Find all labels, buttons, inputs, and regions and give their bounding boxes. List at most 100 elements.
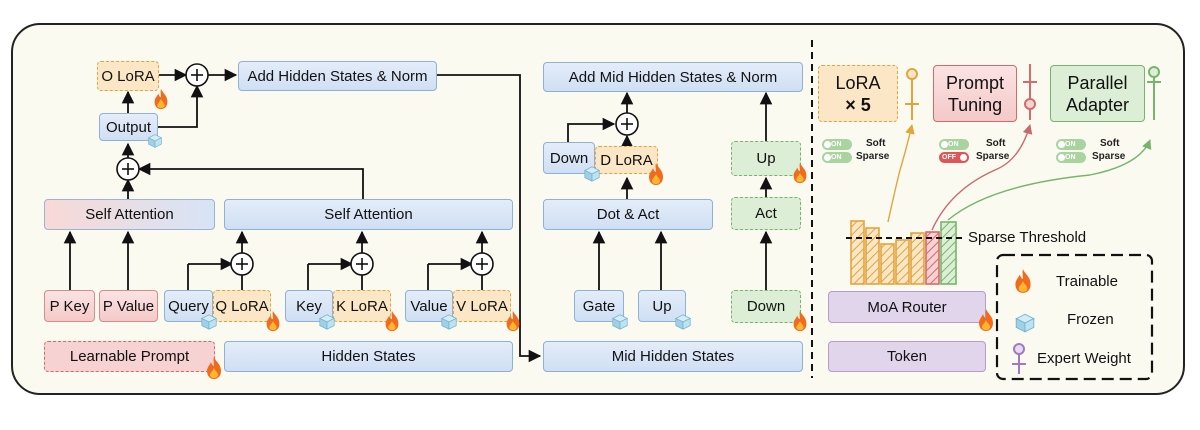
v-lora-label: V LoRA — [456, 297, 508, 315]
value-label: Value — [410, 297, 448, 315]
adapter-act-label: Act — [755, 205, 777, 222]
moa-router-label: MoA Router — [867, 298, 947, 316]
key-box: Key — [285, 290, 333, 322]
key-label: Key — [296, 297, 322, 315]
add-hidden-norm-box: Add Hidden States & Norm — [238, 61, 437, 91]
adapter-weight-icon — [1147, 66, 1161, 120]
gate-box: Gate — [574, 290, 624, 322]
prompt-sparse-toggle-text: OFF — [942, 154, 956, 161]
adapter-act-box: Act — [731, 197, 801, 230]
prompt-soft-toggle[interactable]: ON — [939, 139, 969, 150]
q-lora-fire-icon — [262, 310, 284, 337]
adapter-sparse-toggle-text: ON — [1065, 154, 1076, 161]
mid-hidden-states-box: Mid Hidden States — [543, 341, 803, 372]
d-lora-box: D LoRA — [595, 146, 658, 174]
q-lora-label: Q LoRA — [215, 297, 269, 315]
q-lora-box: Q LoRA — [213, 290, 271, 322]
output-label: Output — [105, 118, 152, 136]
gate-frozen-icon — [611, 313, 629, 336]
prompt-weight-icon — [1023, 64, 1037, 120]
lora-sparse-toggle[interactable]: ON — [822, 152, 852, 163]
prompt-sparse-label: Sparse — [976, 151, 1010, 162]
self-attention-left-label: Self Attention — [85, 206, 174, 223]
lora-expert-title: LoRA — [835, 72, 881, 93]
down-frozen-icon — [583, 165, 601, 188]
learnable-prompt-box: Learnable Prompt — [44, 341, 215, 372]
adapter-sparse-toggle[interactable]: ON — [1056, 152, 1086, 163]
prompt-soft-toggle-text: ON — [948, 141, 959, 148]
legend-frame — [995, 253, 1154, 381]
legend-expert-weight-label: Expert Weight — [1037, 350, 1131, 367]
prompt-tuning-label: Prompt Tuning — [945, 72, 1005, 115]
adapter-up-label: Up — [756, 150, 776, 167]
self-attention-right-label: Self Attention — [324, 206, 413, 223]
router-bars — [850, 220, 957, 285]
gate-label: Gate — [582, 297, 616, 315]
adapter-sparse-label: Sparse — [1092, 151, 1126, 162]
adapter-down-box: Down — [731, 290, 801, 323]
lora-expert-count: × 5 — [845, 94, 871, 115]
parallel-adapter-box: Parallel Adapter — [1050, 65, 1145, 122]
lora-sparse-toggle-text: ON — [831, 154, 842, 161]
moa-router-box: MoA Router — [828, 291, 986, 323]
query-label: Query — [168, 297, 209, 315]
add-mid-norm-label: Add Mid Hidden States & Norm — [568, 68, 778, 86]
legend-expert-weight-icon — [1012, 343, 1026, 374]
p-key-label: P Key — [49, 297, 90, 315]
token-box: Token — [828, 341, 986, 372]
lora-weight-icon — [905, 68, 919, 120]
adapter-soft-label: Soft — [1100, 138, 1120, 149]
v-lora-fire-icon — [502, 310, 524, 337]
k-lora-fire-icon — [381, 310, 403, 337]
legend-trainable-label: Trainable — [1056, 273, 1118, 290]
lora-soft-label: Soft — [866, 138, 886, 149]
down-label: Down — [549, 149, 589, 167]
adapter-down-fire-icon — [789, 310, 811, 337]
output-frozen-icon — [147, 133, 163, 154]
o-lora-fire-icon — [150, 88, 172, 115]
d-lora-label: D LoRA — [600, 151, 653, 169]
prompt-soft-label: Soft — [986, 138, 1006, 149]
self-attention-right-box: Self Attention — [224, 199, 513, 230]
key-frozen-icon — [318, 313, 336, 336]
lora-soft-toggle[interactable]: ON — [822, 139, 852, 150]
query-frozen-icon — [200, 313, 218, 336]
add-mid-norm-box: Add Mid Hidden States & Norm — [543, 62, 803, 92]
up-frozen-icon — [674, 313, 692, 336]
token-label: Token — [886, 348, 928, 365]
legend-frozen-icon — [1014, 312, 1036, 339]
learnable-prompt-fire-icon — [202, 356, 226, 385]
prompt-sparse-toggle[interactable]: OFF — [939, 152, 969, 163]
self-attention-left-box: Self Attention — [44, 199, 215, 230]
adapter-soft-toggle[interactable]: ON — [1056, 139, 1086, 150]
value-frozen-icon — [440, 313, 458, 336]
learnable-prompt-label: Learnable Prompt — [69, 348, 190, 365]
k-lora-label: K LoRA — [336, 297, 388, 315]
adapter-soft-toggle-text: ON — [1065, 141, 1076, 148]
o-lora-box: O LoRA — [97, 61, 159, 91]
hidden-states-box: Hidden States — [224, 341, 513, 372]
sparse-threshold-label: Sparse Threshold — [968, 229, 1087, 246]
add-hidden-norm-label: Add Hidden States & Norm — [247, 67, 428, 85]
hidden-states-label: Hidden States — [321, 348, 416, 365]
query-box: Query — [164, 290, 213, 322]
dot-act-box: Dot & Act — [543, 199, 713, 230]
lora-expert-box: LoRA × 5 — [818, 65, 898, 122]
lora-sparse-label: Sparse — [856, 151, 890, 162]
p-value-label: P Value — [102, 297, 155, 315]
up-label: Up — [652, 297, 672, 315]
up-box: Up — [638, 290, 686, 322]
adapter-up-box: Up — [731, 141, 801, 176]
legend-fire-icon — [1010, 268, 1036, 299]
legend-frozen-label: Frozen — [1067, 311, 1114, 328]
down-box: Down — [543, 142, 595, 174]
v-lora-box: V LoRA — [453, 290, 511, 322]
o-lora-label: O LoRA — [101, 67, 155, 85]
p-value-box: P Value — [99, 290, 158, 322]
k-lora-box: K LoRA — [333, 290, 391, 322]
d-lora-fire-icon — [644, 162, 668, 191]
parallel-adapter-label: Parallel Adapter — [1065, 72, 1130, 115]
dot-act-label: Dot & Act — [596, 206, 660, 223]
p-key-box: P Key — [44, 290, 95, 322]
mid-hidden-states-label: Mid Hidden States — [611, 348, 735, 365]
